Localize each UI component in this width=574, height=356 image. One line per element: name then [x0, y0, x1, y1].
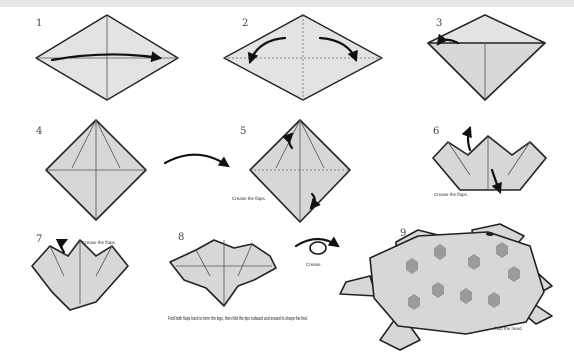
- step-7-note: Crease the flaps.: [82, 240, 116, 245]
- step-8-fold-note: Crease: [306, 262, 321, 267]
- step-7-label: 7: [36, 234, 42, 245]
- step-9-note: Fold the head.: [494, 326, 523, 331]
- step-4: 4: [36, 120, 228, 220]
- step-8-paper-shape: [170, 240, 276, 306]
- turtle-left-foot: [340, 276, 376, 296]
- step-6: 6 Crease the flaps.: [433, 126, 546, 197]
- step-8-caption: Fold both flaps back to form the legs, t…: [168, 316, 308, 322]
- step-3: 3: [428, 15, 545, 100]
- step-2-label: 2: [242, 18, 248, 29]
- step-3-label: 3: [436, 18, 442, 29]
- step-5-label: 5: [240, 126, 246, 137]
- step-6-fold-arrow-top: [468, 128, 470, 150]
- step-6-note: Crease the flaps.: [434, 192, 468, 197]
- step-8-label: 8: [178, 232, 184, 243]
- step-1: 1: [36, 15, 178, 100]
- step-9: 9 Fold the head.: [340, 224, 552, 350]
- step-6-label: 6: [433, 126, 439, 137]
- step-4-transition-arrow: [165, 155, 228, 166]
- step-8-fold-loop: [310, 242, 326, 254]
- step-7: 7 Crease the flaps.: [32, 234, 128, 310]
- step-4-label: 4: [36, 126, 42, 137]
- step-7-fold-arrow: [61, 240, 66, 252]
- step-5-note: Crease the flaps.: [232, 196, 266, 201]
- turtle-shell: [370, 232, 544, 334]
- step-1-label: 1: [36, 18, 42, 29]
- step-8: 8 Fold both flaps back to form the legs,…: [168, 232, 338, 322]
- turtle-eye: [486, 232, 494, 236]
- step-5: 5 Crease the flaps.: [232, 120, 350, 222]
- step-2: 2: [224, 15, 382, 100]
